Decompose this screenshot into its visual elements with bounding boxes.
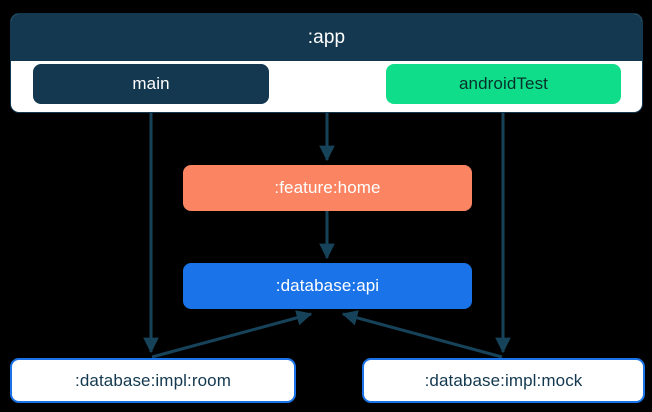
node-database-api[interactable]: :database:api [183, 263, 472, 309]
node-database-impl-room[interactable]: :database:impl:room [10, 358, 296, 403]
edge-database-impl-room-to-database-api [151, 310, 313, 359]
node-database-impl-mock[interactable]: :database:impl:mock [362, 358, 645, 403]
cluster-app-body: main androidTest [11, 61, 642, 112]
node-androidtest[interactable]: androidTest [386, 64, 621, 104]
edge-database-impl-mock-to-database-api [341, 310, 503, 359]
cluster-app[interactable]: :app main androidTest [10, 13, 643, 113]
cluster-app-title: :app [11, 14, 642, 61]
node-feature-home[interactable]: :feature:home [183, 165, 472, 211]
node-main[interactable]: main [33, 64, 269, 104]
